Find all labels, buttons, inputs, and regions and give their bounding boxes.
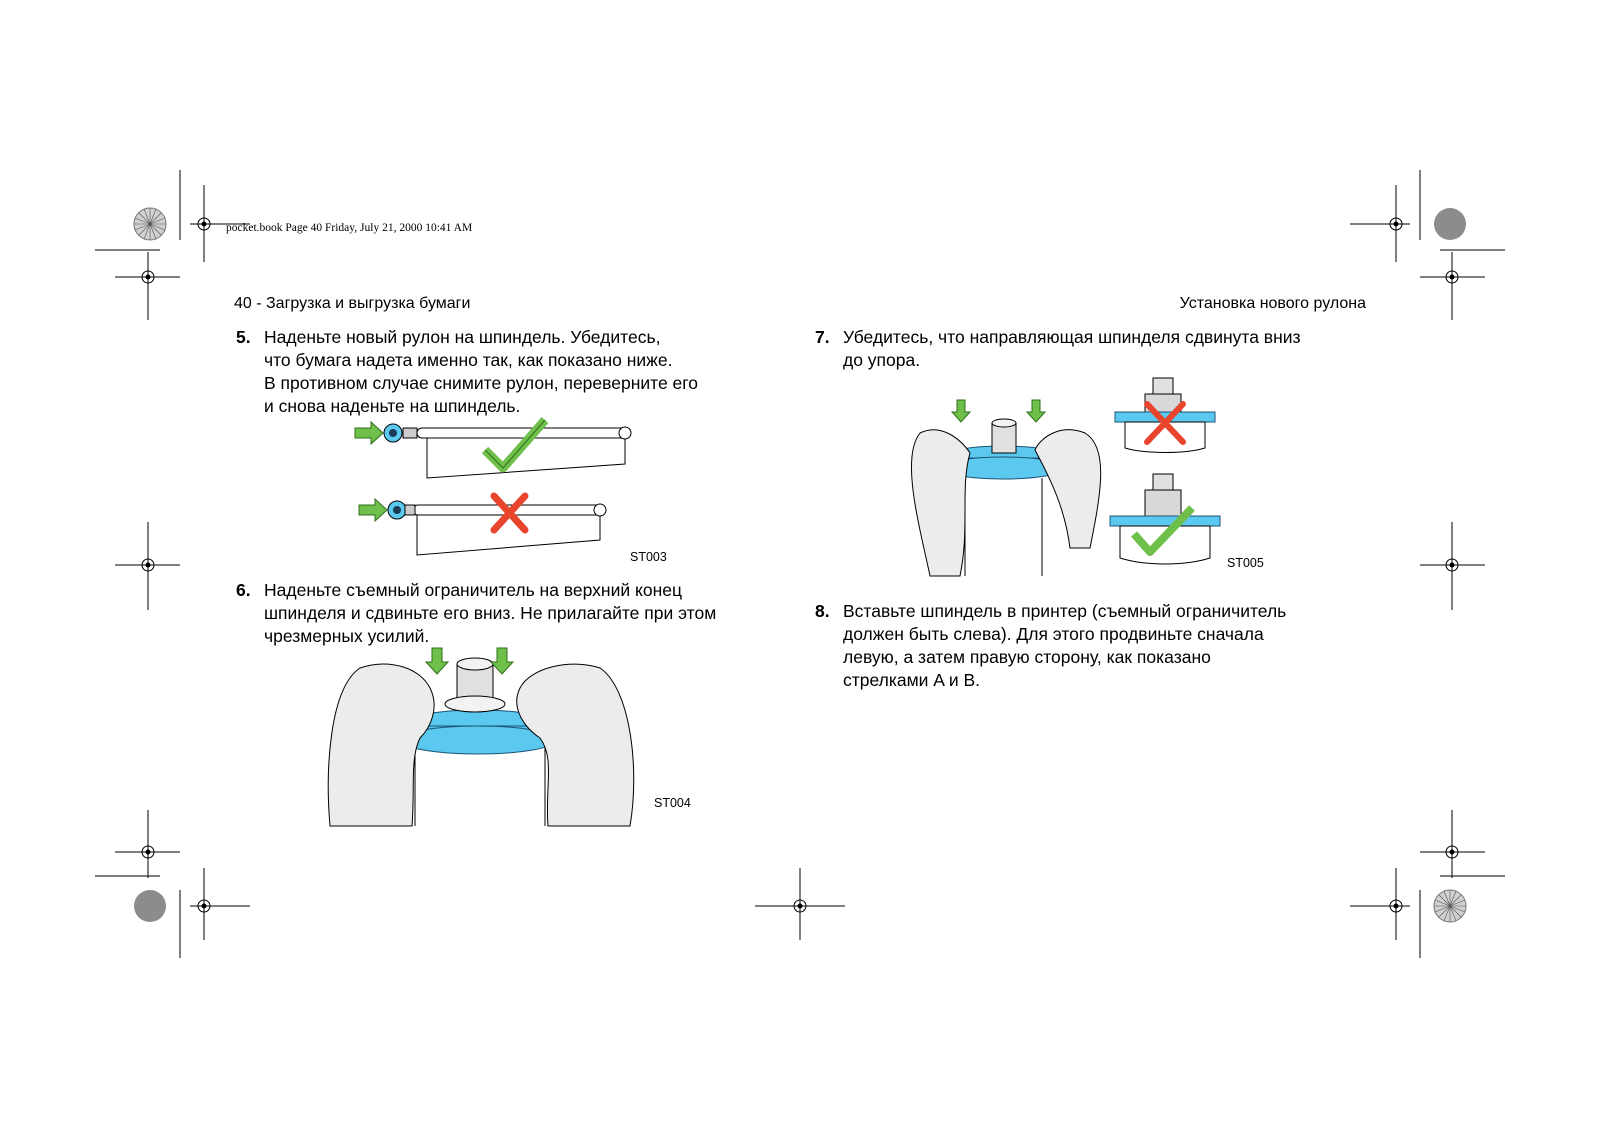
step-5: 5. Наденьте новый рулон на шпиндель. Убе… [236,326,776,418]
check-icon [1131,505,1195,556]
arrow-down-icon [1025,399,1047,423]
print-meta: pocket.book Page 40 Friday, July 21, 200… [226,222,473,234]
figure-flange-position [910,377,1221,577]
running-header-left: 40 - Загрузка и выгрузка бумаги [234,295,471,312]
arrow-down-icon [950,399,972,423]
step-line: шпинделя и сдвиньте его вниз. Не прилага… [264,603,717,623]
arrow-down-icon [489,647,515,675]
cross-icon [490,492,529,534]
step-line: до упора. [843,350,921,370]
step-line: Наденьте съемный ограничитель на верхний… [264,580,683,600]
step-line: Наденьте новый рулон на шпиндель. Убедит… [264,327,661,347]
step-7: 7. Убедитесь, что направляющая шпинделя … [815,326,1375,372]
step-line: Вставьте шпиндель в принтер (съемный огр… [843,601,1287,621]
step-line: чрезмерных усилий. [264,626,430,646]
step-number: 5. [236,327,251,347]
figure-label: ST003 [630,550,667,564]
step-number: 6. [236,580,251,600]
step-number: 7. [815,327,830,347]
step-line: стрелками A и B. [843,670,981,690]
roll-correct [354,417,632,479]
figure-label: ST004 [654,796,691,810]
flange-correct [1109,473,1221,565]
figure-label: ST005 [1227,556,1264,570]
arrow-down-icon [424,647,450,675]
flange-wrong [1114,377,1216,453]
step-line: и снова наденьте на шпиндель. [264,396,521,416]
arrow-right-icon [354,420,384,446]
step-6: 6. Наденьте съемный ограничитель на верх… [236,579,796,649]
figure-attach-flange [327,647,635,827]
roll-wrong [358,492,607,556]
cross-icon [1144,401,1186,445]
step-number: 8. [815,601,830,621]
figure-roll-orientation [354,417,632,556]
step-line: левую, а затем правую сторону, как показ… [843,647,1211,667]
arrow-right-icon [358,497,388,523]
step-line: Убедитесь, что направляющая шпинделя сдв… [843,327,1301,347]
running-header-right: Установка нового рулона [1179,295,1366,312]
step-line: что бумага надета именно так, как показа… [264,350,673,370]
step-8: 8. Вставьте шпиндель в принтер (съемный … [815,600,1375,692]
step-line: В противном случае снимите рулон, переве… [264,373,699,393]
step-line: должен быть слева). Для этого продвиньте… [843,624,1264,644]
